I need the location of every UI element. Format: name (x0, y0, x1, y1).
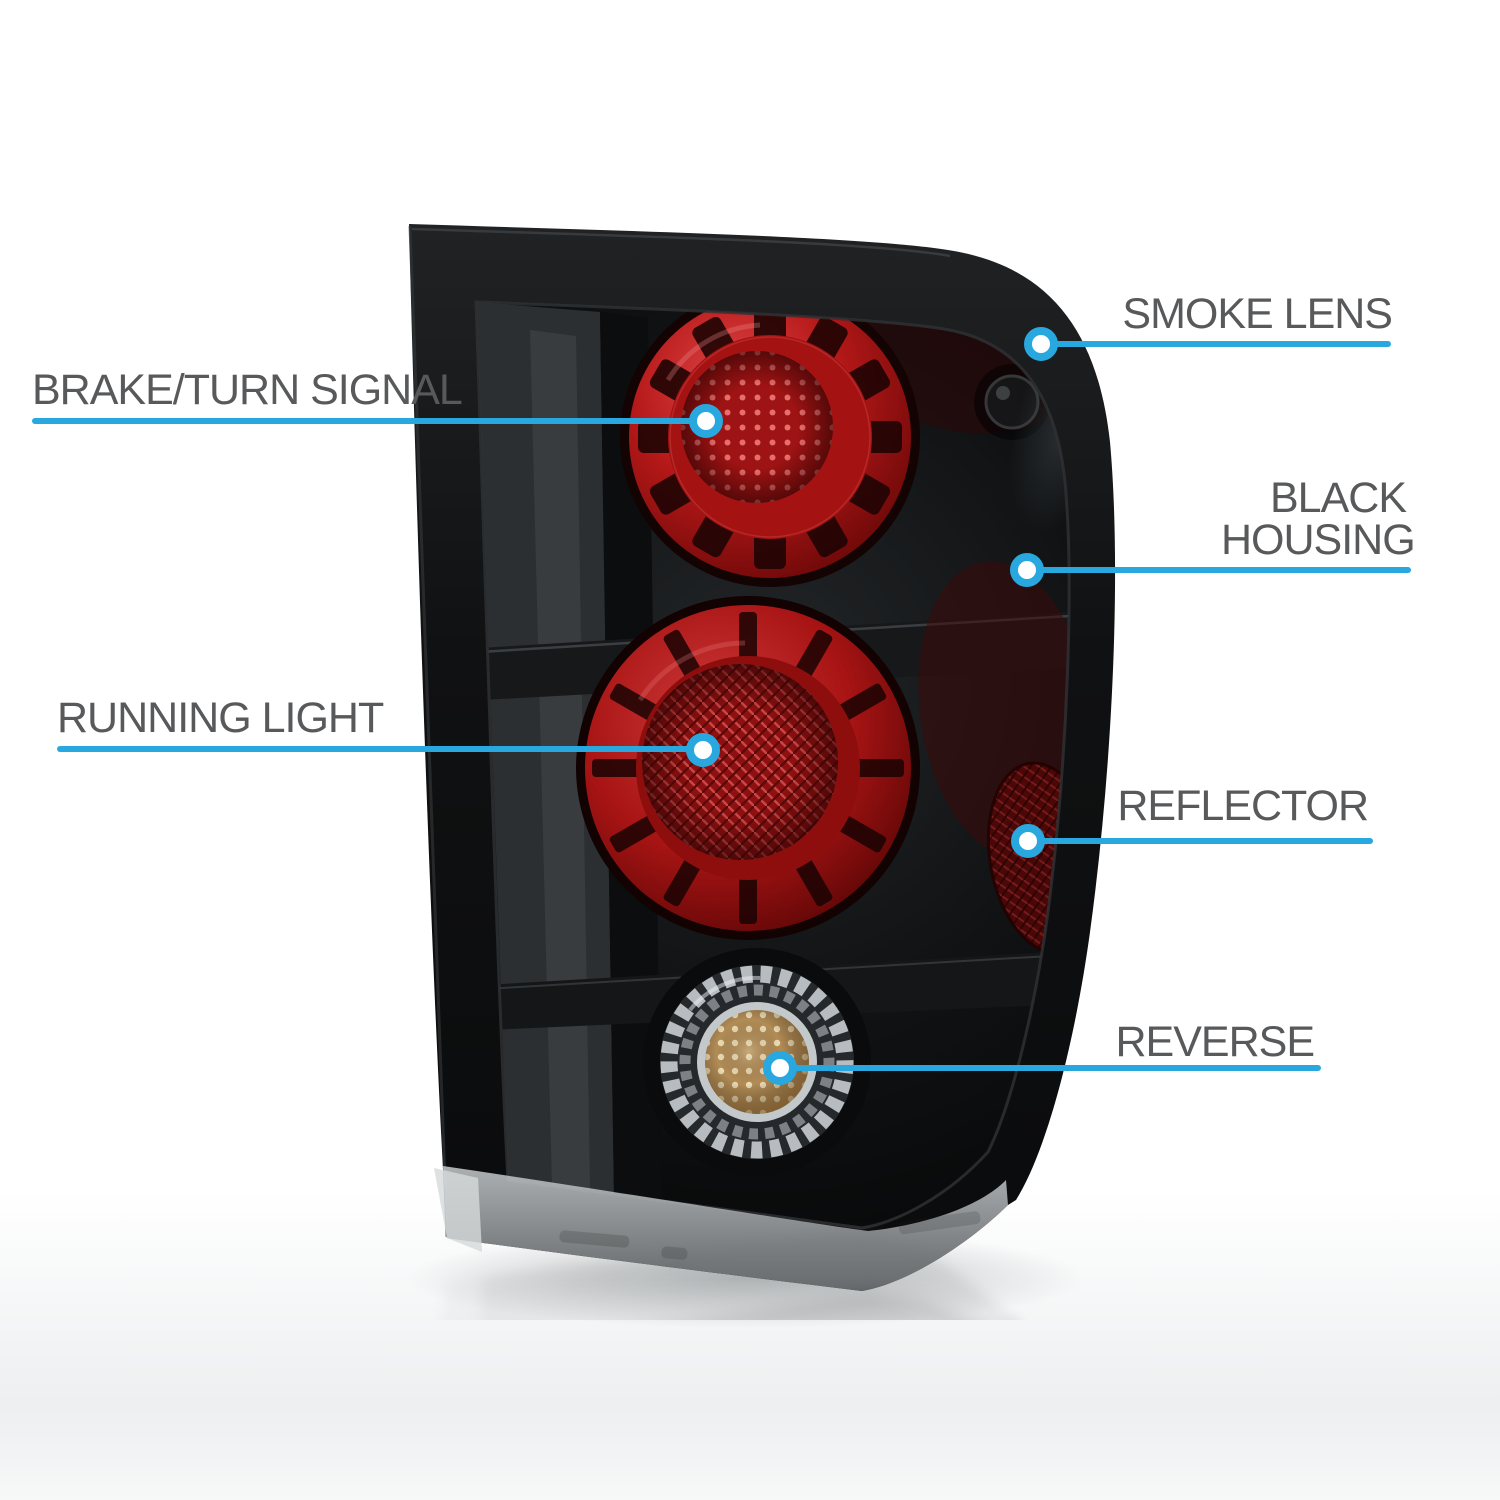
running-light-lamp (576, 596, 920, 940)
callout-dot-reflector (1011, 824, 1045, 858)
taillight-body (408, 224, 1116, 1291)
callout-label-brake-turn-signal: BRAKE/TURN SIGNAL (32, 366, 463, 414)
callout-dot-black-housing (1010, 553, 1044, 587)
callout-line-reflector (1028, 838, 1373, 844)
callout-label-black-housing: BLACK HOUSING (1221, 474, 1416, 564)
callout-label-smoke-lens: SMOKE LENS (1122, 290, 1393, 338)
callout-line-running-light (57, 746, 703, 752)
reverse-lamp (643, 948, 871, 1176)
callout-line-reverse (780, 1065, 1321, 1071)
callout-dot-brake-turn-signal (689, 404, 723, 438)
callout-dot-smoke-lens (1024, 327, 1058, 361)
callout-label-reverse: REVERSE (1115, 1018, 1315, 1066)
brake-turn-signal-lamp (620, 302, 920, 587)
callout-dot-running-light (686, 733, 720, 767)
callout-line-smoke-lens (1041, 341, 1391, 347)
callout-line-brake-turn-signal (32, 418, 708, 424)
callout-label-reflector: REFLECTOR (1117, 782, 1369, 830)
callout-line-black-housing (1027, 567, 1411, 573)
callout-dot-reverse (763, 1051, 797, 1085)
callout-label-running-light: RUNNING LIGHT (57, 694, 384, 742)
